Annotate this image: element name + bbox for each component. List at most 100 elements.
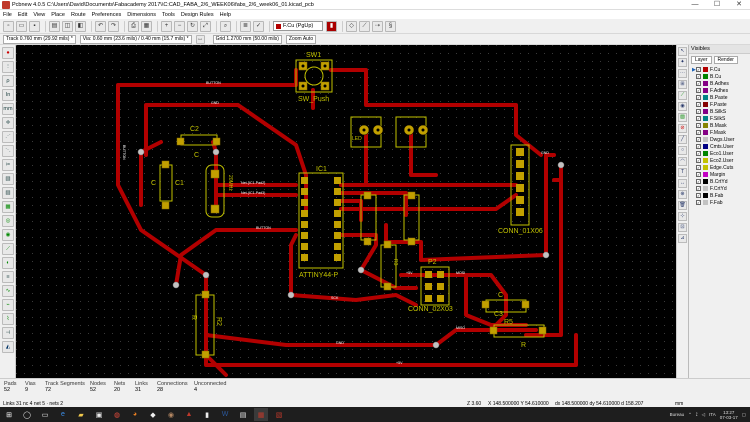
add-circle-icon[interactable]: ○ xyxy=(678,146,687,155)
volume-icon[interactable]: ◁ xyxy=(701,411,706,417)
menu-view[interactable]: View xyxy=(33,11,46,18)
print-icon[interactable]: ⎙ xyxy=(128,20,139,32)
layer-color-swatch[interactable] xyxy=(703,74,708,79)
netlist-icon[interactable]: ≣ xyxy=(240,20,251,32)
microwave-toolbar-icon[interactable]: ∿ xyxy=(2,285,14,297)
zoom-fit-icon[interactable]: ⤢ xyxy=(200,20,211,32)
layer-row-margin[interactable]: ✓Margin xyxy=(689,171,750,178)
layer-row-b-cu[interactable]: ✓B.Cu xyxy=(689,73,750,80)
page-settings-icon[interactable]: ▤ xyxy=(49,20,60,32)
maximize-button[interactable]: ☐ xyxy=(713,0,721,8)
tab-layer[interactable]: Layer xyxy=(691,56,712,64)
zoom-select[interactable]: Zoom Auto xyxy=(285,34,317,44)
search-icon[interactable]: ◯ xyxy=(23,411,31,419)
zone-outline-icon[interactable]: ▨ xyxy=(2,187,14,199)
layer-visible-checkbox[interactable]: ✓ xyxy=(696,137,701,142)
micro-line-icon[interactable]: ⊣ xyxy=(2,327,14,339)
layer-color-swatch[interactable] xyxy=(703,123,708,128)
microwave-icon[interactable]: ⌁ xyxy=(2,299,14,311)
add-target-icon[interactable]: ⊕ xyxy=(678,190,687,199)
zoom-in-icon[interactable]: + xyxy=(161,20,172,32)
via-sketch-icon[interactable]: ◉ xyxy=(2,229,14,241)
new-board-icon[interactable]: ▫ xyxy=(3,20,14,32)
layer-color-swatch[interactable] xyxy=(703,88,708,93)
layer-color-swatch[interactable] xyxy=(703,116,708,121)
menu-tools[interactable]: Tools xyxy=(162,11,175,18)
layer-color-swatch[interactable] xyxy=(703,158,708,163)
save-icon[interactable]: ▪ xyxy=(29,20,40,32)
layer-color-swatch[interactable] xyxy=(703,102,708,107)
layer-select[interactable]: F.Cu (PgUp) xyxy=(273,21,323,31)
layer-row-f-adhes[interactable]: ✓F.Adhes xyxy=(689,87,750,94)
layer-visible-checkbox[interactable]: ✓ xyxy=(696,88,701,93)
layer-color-swatch[interactable] xyxy=(703,95,708,100)
auto-track-width-icon[interactable]: ↔ xyxy=(195,34,205,44)
add-arc-icon[interactable]: ◠ xyxy=(678,157,687,166)
terminal-icon[interactable]: ▮ xyxy=(205,411,209,419)
layer-visible-checkbox[interactable]: ✓ xyxy=(696,109,701,114)
measure-icon[interactable]: ⊿ xyxy=(678,234,687,243)
eeschema-task-icon[interactable]: ▧ xyxy=(275,411,283,419)
layer-row-cmts-user[interactable]: ✓Cmts.User xyxy=(689,143,750,150)
layer-color-swatch[interactable] xyxy=(703,137,708,142)
layer-color-swatch[interactable] xyxy=(703,67,708,72)
store-icon[interactable]: ▣ xyxy=(95,411,103,419)
module-editor-icon[interactable]: ◫ xyxy=(62,20,73,32)
module-viewer-icon[interactable]: ◧ xyxy=(75,20,86,32)
add-module-icon[interactable]: ⊞ xyxy=(678,80,687,89)
firefox-icon[interactable]: ◕ xyxy=(132,411,138,418)
menu-file[interactable]: File xyxy=(3,11,12,18)
polar-coords-icon[interactable]: ρ xyxy=(2,75,14,87)
layer-row-b-adhes[interactable]: ✓B.Adhes xyxy=(689,80,750,87)
layer-row-dwgs-user[interactable]: ✓Dwgs.User xyxy=(689,136,750,143)
layer-visible-checkbox[interactable]: ✓ xyxy=(696,144,701,149)
menu-design-rules[interactable]: Design Rules xyxy=(180,11,214,18)
layer-row-b-crtyd[interactable]: ✓B.CrtYd xyxy=(689,178,750,185)
layer-visible-checkbox[interactable]: ✓ xyxy=(696,102,701,107)
drc-off-icon[interactable]: ● xyxy=(2,47,14,59)
high-contrast-icon[interactable]: ◐ xyxy=(2,257,14,269)
drc-icon[interactable]: ✓ xyxy=(253,20,264,32)
zoom-redraw-icon[interactable]: ↻ xyxy=(187,20,198,32)
menu-dimensions[interactable]: Dimensions xyxy=(127,11,157,18)
menu-route[interactable]: Route xyxy=(70,11,86,18)
layer-row-b-silks[interactable]: ✓B.SilkS xyxy=(689,108,750,115)
mode-footprint-icon[interactable]: ◇ xyxy=(346,20,357,32)
layer-row-f-mask[interactable]: ✓F.Mask xyxy=(689,129,750,136)
mm-units-icon[interactable]: mm xyxy=(2,103,14,115)
tab-render[interactable]: Render xyxy=(713,56,738,64)
zoom-out-icon[interactable]: − xyxy=(174,20,185,32)
undo-icon[interactable]: ↶ xyxy=(95,20,106,32)
layers-manager-icon[interactable]: ≡ xyxy=(2,271,14,283)
layer-color-swatch[interactable] xyxy=(703,109,708,114)
module-ratsnest-icon[interactable]: ⋱ xyxy=(2,145,14,157)
layer-visible-checkbox[interactable]: ✓ xyxy=(696,95,701,100)
local-ratsnest-icon[interactable]: ⋯ xyxy=(678,69,687,78)
language-indicator[interactable]: ITA xyxy=(709,412,716,417)
add-dimension-icon[interactable]: ↔ xyxy=(678,179,687,188)
word-icon[interactable]: W xyxy=(221,411,229,418)
add-keepout-icon[interactable]: ⊘ xyxy=(678,124,687,133)
layer-visible-checkbox[interactable]: ✓ xyxy=(696,158,701,163)
mode-track-icon[interactable]: ⟋ xyxy=(359,20,370,32)
layer-row-edge-cuts[interactable]: ✓Edge.Cuts xyxy=(689,164,750,171)
layer-visible-checkbox[interactable]: ✓ xyxy=(696,165,701,170)
micro-stub-icon[interactable]: ⌇ xyxy=(2,313,14,325)
layer-color-swatch[interactable] xyxy=(703,179,708,184)
layer-color-swatch[interactable] xyxy=(703,200,708,205)
layer-color-swatch[interactable] xyxy=(703,165,708,170)
network-icon[interactable]: ⟟ xyxy=(695,412,698,417)
menu-preferences[interactable]: Preferences xyxy=(91,11,122,18)
file-explorer-icon[interactable]: ▰ xyxy=(78,411,84,419)
layer-row-eco2-user[interactable]: ✓Eco2.User xyxy=(689,157,750,164)
minimize-button[interactable]: — xyxy=(691,0,699,8)
kicad-icon[interactable]: ▲ xyxy=(185,411,193,418)
menu-help[interactable]: Help xyxy=(219,11,231,18)
ratsnest-icon[interactable]: ⋰ xyxy=(2,131,14,143)
route-track-icon[interactable]: ⟋ xyxy=(678,91,687,100)
layer-row-f-fab[interactable]: ✓F.Fab xyxy=(689,199,750,206)
layer-visible-checkbox[interactable]: ✓ xyxy=(696,74,701,79)
menu-edit[interactable]: Edit xyxy=(17,11,28,18)
script-icon[interactable]: § xyxy=(385,20,396,32)
layer-visible-checkbox[interactable]: ✓ xyxy=(696,151,701,156)
